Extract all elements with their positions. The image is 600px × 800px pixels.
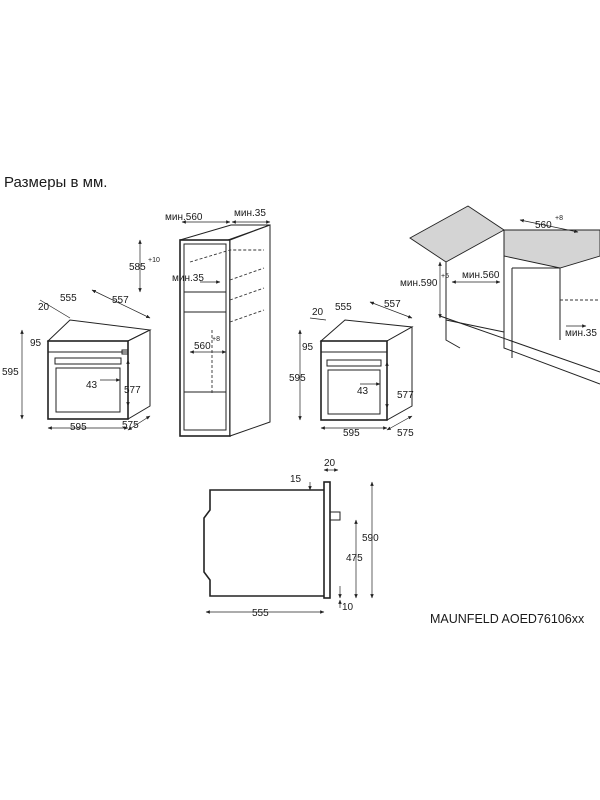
oven-left-handle (54, 357, 122, 365)
dim-label: 20 (324, 458, 336, 469)
dim-label: 595 (289, 373, 306, 384)
cabinet-front (179, 239, 231, 437)
dim-label: 10 (342, 602, 354, 613)
dim-label: +8 (555, 215, 563, 222)
tall-cabinet-drawing: мин.560 мин.35 585 +10 мин.35 560 +8 (129, 208, 271, 437)
cabinet-hidden-edge (229, 309, 265, 323)
dim-label: 20 (38, 302, 50, 313)
cabinet-inner (183, 243, 227, 431)
dim-label: мин.35 (565, 328, 597, 339)
cabinet-hidden-edge (189, 249, 264, 263)
diagram-caption: Размеры в мм. (4, 174, 108, 191)
oven-mid-handle (326, 359, 382, 367)
dim-label: 575 (122, 420, 139, 431)
dim-label: 560 (535, 220, 552, 231)
side-view-handle (329, 511, 341, 521)
oven-mid-side (386, 326, 413, 421)
floor-edge (439, 315, 600, 373)
dim-label: 15 (290, 474, 302, 485)
dim-line (519, 219, 579, 233)
oven-left-drawing: 20 555 557 95 595 43 577 595 575 (2, 289, 152, 433)
oven-left-door-glass (55, 367, 121, 413)
oven-left-side (127, 329, 151, 420)
dim-label: 43 (86, 380, 98, 391)
under-counter-drawing: 560 +8 мин.590 +5 мин.560 мин.35 (400, 205, 600, 385)
dim-label: 475 (346, 553, 363, 564)
dim-label: 595 (343, 428, 360, 439)
dim-label: мин.590 (400, 278, 438, 289)
dim-label: мин.35 (234, 208, 266, 219)
dim-line (39, 299, 71, 319)
dim-label: +5 (441, 273, 449, 280)
countertop-right (503, 229, 600, 269)
dim-label: мин.560 (462, 270, 500, 281)
model-name: MAUNFELD AOED76106xx (430, 612, 585, 626)
dim-label: +8 (212, 336, 220, 343)
dim-label: 575 (397, 428, 414, 439)
dim-label: 595 (70, 422, 87, 433)
dim-line (91, 289, 151, 319)
cabinet-hidden-edge (229, 287, 265, 301)
oven-left-knob (121, 349, 129, 355)
dim-line (386, 415, 413, 431)
dim-label: 20 (312, 307, 324, 318)
dim-label: 577 (124, 385, 141, 396)
niche-left-wall (445, 262, 461, 349)
dim-label: мин.560 (165, 212, 203, 223)
dim-label: 595 (2, 367, 19, 378)
dim-label: 95 (30, 338, 42, 349)
dim-label: мин.35 (172, 273, 204, 284)
dim-label: 43 (357, 386, 369, 397)
side-view-body (203, 489, 324, 597)
dim-label: +10 (148, 257, 160, 264)
dim-label: 590 (362, 533, 379, 544)
side-view-front-panel (323, 481, 331, 599)
cabinet-side (229, 224, 271, 437)
oven-mid-drawing: 20 555 557 95 595 43 577 595 575 (289, 299, 414, 439)
dim-label: 560 (194, 341, 211, 352)
niche-back-edge (503, 230, 600, 385)
oven-mid-door-glass (327, 369, 381, 415)
countertop-left (409, 205, 505, 263)
side-view-drawing: 20 15 590 475 555 10 (203, 458, 379, 619)
dim-line (127, 415, 151, 431)
dim-label: 555 (335, 302, 352, 313)
niche-floor-edge (445, 319, 505, 333)
oven-mid-front (320, 340, 388, 421)
dim-line (309, 317, 327, 321)
dim-label: 577 (397, 390, 414, 401)
dim-label: 555 (252, 608, 269, 619)
niche-side-panel (512, 267, 561, 340)
dim-label: 557 (112, 295, 129, 306)
dim-label: 555 (60, 293, 77, 304)
dim-label: 585 (129, 262, 146, 273)
dim-label: 557 (384, 299, 401, 310)
dim-line (369, 301, 413, 319)
dim-label: 95 (302, 342, 314, 353)
cabinet-hidden-edge (229, 267, 265, 281)
